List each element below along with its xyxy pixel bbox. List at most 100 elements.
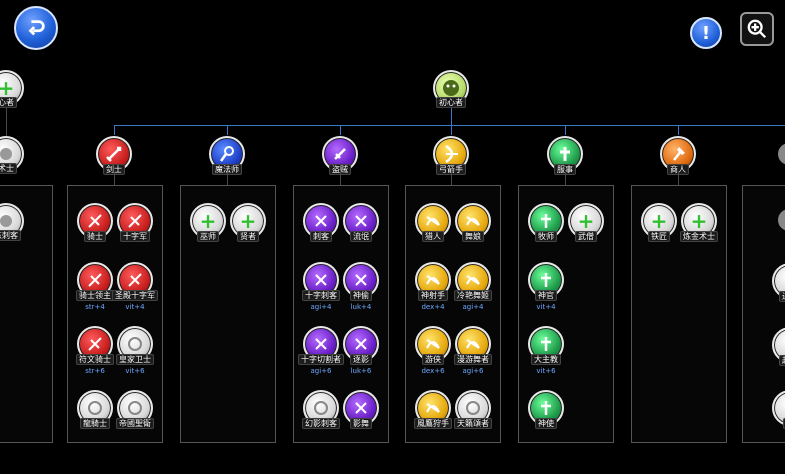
job-label: 流氓 bbox=[331, 231, 391, 242]
bow-icon bbox=[445, 144, 458, 164]
job-label: 巫师 bbox=[178, 231, 238, 242]
job-label: 骑士 bbox=[65, 231, 125, 242]
job-label: 神官 bbox=[516, 290, 576, 301]
job-icon bbox=[355, 215, 367, 227]
job-icon bbox=[426, 216, 440, 226]
job-icon bbox=[355, 338, 367, 350]
right-cut-label: 进阶 bbox=[779, 291, 785, 302]
left-top-label: 心者 bbox=[0, 97, 36, 108]
job-icon bbox=[128, 214, 142, 228]
job-label: 十字切割者 bbox=[291, 354, 351, 365]
novice-icon bbox=[443, 80, 459, 96]
job-label: 猎人 bbox=[403, 231, 463, 242]
plus-icon: + bbox=[690, 209, 708, 233]
zoom-button[interactable] bbox=[740, 12, 774, 46]
job-icon bbox=[88, 401, 102, 415]
zoom-in-icon bbox=[747, 19, 767, 39]
stat-requirement: dex+6 bbox=[421, 367, 445, 375]
job-icon bbox=[314, 401, 328, 415]
cross-icon bbox=[560, 147, 570, 161]
job-icon bbox=[426, 339, 440, 349]
stat-requirement: luk+6 bbox=[350, 367, 372, 375]
job-label: 龍騎士 bbox=[65, 418, 125, 429]
right-cut-label: 初 bbox=[783, 418, 785, 429]
stat-requirement: dex+4 bbox=[421, 303, 445, 311]
job-label: 圣殿十字军 bbox=[105, 290, 165, 301]
job-label: 铁匠 bbox=[629, 231, 689, 242]
job-label: 神使 bbox=[516, 418, 576, 429]
back-arrow-icon bbox=[28, 20, 45, 36]
job-icon bbox=[315, 274, 327, 286]
stat-requirement: agi+6 bbox=[462, 367, 484, 375]
job-label: 神偷 bbox=[331, 290, 391, 301]
plus-icon: + bbox=[199, 209, 217, 233]
job-label: 舞娘 bbox=[443, 231, 503, 242]
axe-icon bbox=[673, 147, 685, 161]
job-icon bbox=[426, 275, 440, 285]
class-icon bbox=[0, 148, 12, 160]
job-icon bbox=[541, 337, 551, 351]
sword-icon bbox=[106, 146, 122, 162]
exclamation-icon: ! bbox=[701, 22, 711, 44]
back-button[interactable] bbox=[14, 6, 58, 50]
job-label: 游侠 bbox=[403, 354, 463, 365]
node-root-label: 初心者 bbox=[421, 97, 481, 108]
job-icon bbox=[466, 401, 480, 415]
job-label: 帝國聖衛 bbox=[105, 418, 165, 429]
stat-requirement: luk+4 bbox=[350, 303, 372, 311]
plus-icon: + bbox=[239, 209, 257, 233]
job-label: 炼金术士 bbox=[669, 231, 729, 242]
job-icon bbox=[88, 337, 102, 351]
job-label: 十字军 bbox=[105, 231, 165, 242]
job-label: 漫游舞者 bbox=[443, 354, 503, 365]
class-connector-bar bbox=[114, 125, 785, 126]
job-label: 冷艳舞姬 bbox=[443, 290, 503, 301]
staff-icon bbox=[219, 146, 234, 162]
stat-requirement: agi+6 bbox=[310, 367, 332, 375]
plus-icon: + bbox=[650, 209, 668, 233]
job-label: 大主教 bbox=[516, 354, 576, 365]
job-label: 皇家卫士 bbox=[105, 354, 165, 365]
plus-icon: + bbox=[0, 76, 15, 100]
job-label: 贤者 bbox=[218, 231, 278, 242]
job-icon bbox=[128, 337, 142, 351]
job-label: 武僧 bbox=[556, 231, 616, 242]
node-right-cut-1[interactable] bbox=[778, 209, 785, 231]
job-icon bbox=[355, 274, 367, 286]
class-icon bbox=[0, 215, 12, 227]
stat-requirement: agi+4 bbox=[310, 303, 332, 311]
job-icon bbox=[541, 401, 551, 415]
job-label: 影舞 bbox=[331, 418, 391, 429]
job-icon bbox=[426, 403, 440, 413]
job-icon bbox=[88, 214, 102, 228]
info-button[interactable]: ! bbox=[690, 17, 722, 49]
stat-requirement: agi+4 bbox=[462, 303, 484, 311]
stat-requirement: str+4 bbox=[85, 303, 105, 311]
right-cut-label: 超级 bbox=[779, 355, 785, 366]
job-label: 牧师 bbox=[516, 231, 576, 242]
plus-icon: + bbox=[577, 209, 595, 233]
job-icon bbox=[315, 215, 327, 227]
job-icon bbox=[88, 273, 102, 287]
job-icon bbox=[541, 273, 551, 287]
left-mid-label: 术士 bbox=[0, 163, 36, 174]
stat-requirement: vit+4 bbox=[536, 303, 556, 311]
root-connector bbox=[451, 106, 452, 126]
stat-requirement: vit+4 bbox=[125, 303, 145, 311]
job-icon bbox=[128, 273, 142, 287]
job-label: 天籟頌者 bbox=[443, 418, 503, 429]
left-panel-label: 东刺客 bbox=[0, 230, 36, 241]
node-class-cut-right[interactable] bbox=[778, 143, 785, 165]
job-label: 刺客 bbox=[291, 231, 351, 242]
stat-requirement: str+6 bbox=[85, 367, 105, 375]
job-node[interactable] bbox=[303, 203, 339, 239]
job-icon bbox=[466, 216, 480, 226]
stat-requirement: vit+6 bbox=[536, 367, 556, 375]
job-icon bbox=[128, 401, 142, 415]
job-icon bbox=[466, 275, 480, 285]
job-label: 逐影 bbox=[331, 354, 391, 365]
job-label: 符文骑士 bbox=[65, 354, 125, 365]
job-icon bbox=[315, 338, 327, 350]
job-label: 幻影刺客 bbox=[291, 418, 351, 429]
job-label: 十字刺客 bbox=[291, 290, 351, 301]
